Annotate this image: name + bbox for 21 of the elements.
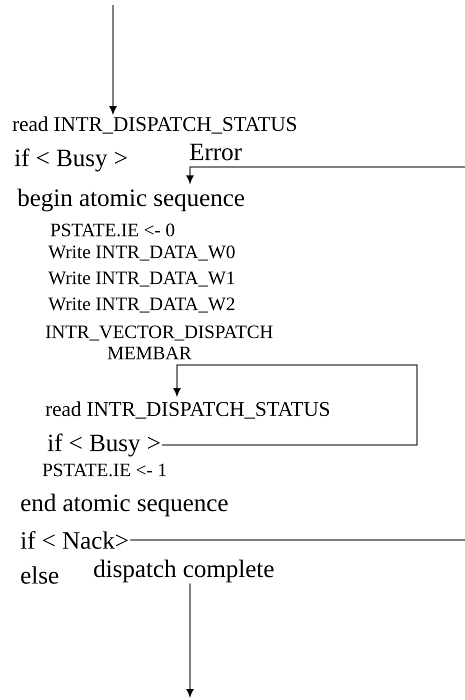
arrow: [162, 364, 418, 446]
statement-text: read INTR_DISPATCH_STATUS: [46, 401, 330, 419]
statement-text: read INTR_DISPATCH_STATUS: [12, 116, 296, 134]
statement-text: PSTATE.IE <- 0: [50, 224, 174, 236]
arrow: [186, 166, 465, 184]
statement-text: Write INTR_DATA_W0: [48, 245, 235, 261]
statement-text: else: [21, 566, 58, 584]
status-text: dispatch complete: [94, 560, 274, 582]
statement-text: if < Busy >: [48, 434, 160, 456]
arrow: [186, 583, 194, 697]
arrow: [109, 4, 117, 114]
statement-text: MEMBAR: [108, 346, 192, 360]
statement-text: if < Busy >: [14, 148, 127, 172]
statement-text: begin atomic sequence: [17, 188, 244, 212]
statement-text: end atomic sequence: [21, 494, 228, 516]
statement-text: Write INTR_DATA_W1: [48, 272, 234, 287]
statement-text: PSTATE.IE <- 1: [42, 464, 166, 476]
statement-text: if < Nack>: [20, 531, 128, 549]
statement-text: INTR_VECTOR_DISPATCH: [46, 326, 273, 341]
branch-label: Error: [190, 144, 242, 160]
statement-text: Write INTR_DATA_W2: [48, 298, 234, 313]
